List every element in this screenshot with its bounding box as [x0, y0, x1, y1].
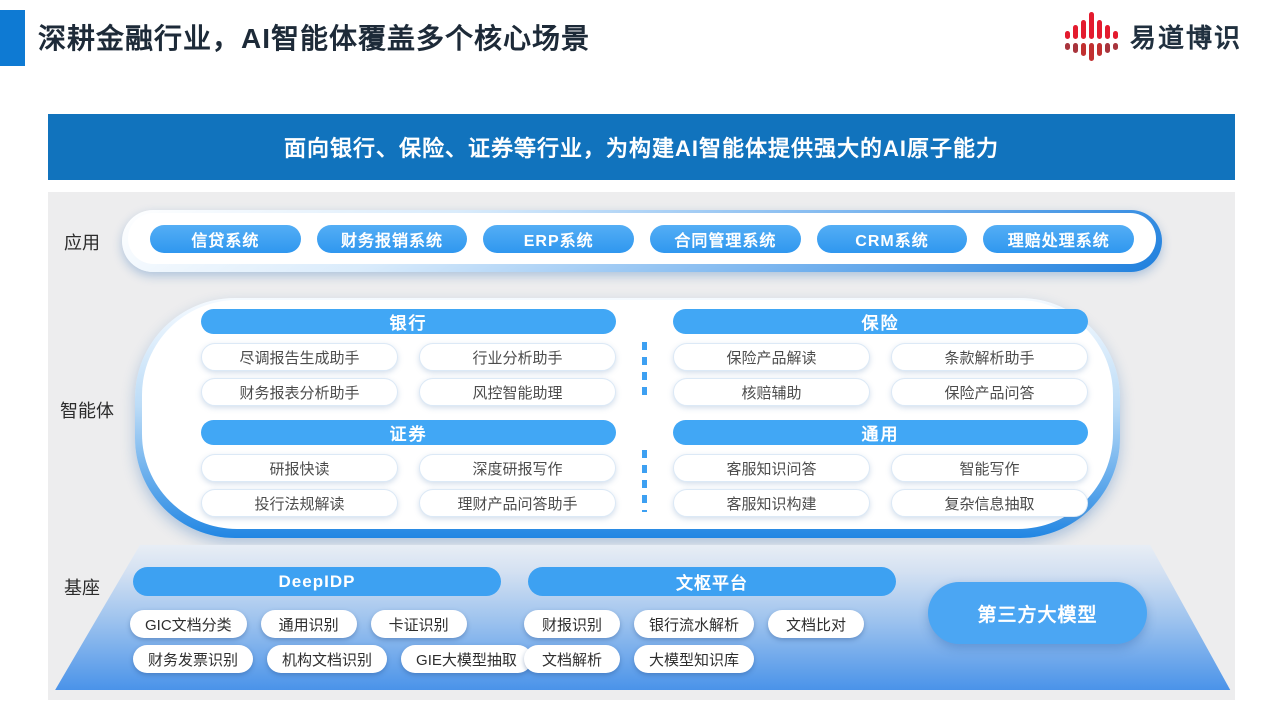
- application-container: 信贷系统 财务报销系统 ERP系统 合同管理系统 CRM系统 理赔处理系统: [122, 210, 1162, 272]
- agent-item: 投行法规解读: [201, 489, 398, 517]
- agent-item: 行业分析助手: [419, 343, 616, 371]
- agent-item: 财务报表分析助手: [201, 378, 398, 406]
- banner-text: 面向银行、保险、证券等行业，为构建AI智能体提供强大的AI原子能力: [283, 136, 999, 161]
- brand-logo: 易道博识: [1064, 12, 1242, 61]
- system-pill-claims: 理赔处理系统: [983, 224, 1135, 253]
- capability-pill: 大模型知识库: [634, 645, 755, 673]
- agent-item: 深度研报写作: [419, 454, 616, 482]
- agent-item: 复杂信息抽取: [891, 489, 1088, 517]
- agent-item: 保险产品解读: [673, 343, 870, 371]
- system-pill-expense: 财务报销系统: [316, 224, 468, 253]
- system-pill-crm: CRM系统: [816, 224, 968, 253]
- capability-pill: 财报识别: [524, 610, 620, 638]
- agent-group-general-title: 通用: [673, 420, 1088, 445]
- agent-group-securities: 证券 研报快读 深度研报写作 投行法规解读 理财产品问答助手: [201, 420, 616, 517]
- system-pill-contract: 合同管理系统: [650, 224, 801, 253]
- agent-item: 尽调报告生成助手: [201, 343, 398, 371]
- agent-item: 研报快读: [201, 454, 398, 482]
- agent-group-insurance: 保险 保险产品解读 条款解析助手 核赔辅助 保险产品问答: [673, 309, 1088, 406]
- agents-panel: 银行 尽调报告生成助手 行业分析助手 财务报表分析助手 风控智能助理 保险 保险…: [142, 300, 1113, 529]
- page-title: 深耕金融行业，AI智能体覆盖多个核心场景: [38, 23, 591, 54]
- foundation-trapezoid: DeepIDP 文枢平台 第三方大模型 GIC文档分类 通用识别 卡证识别 财务…: [55, 544, 1231, 690]
- agent-item: 风控智能助理: [419, 378, 616, 406]
- agents-container: 银行 尽调报告生成助手 行业分析助手 财务报表分析助手 风控智能助理 保险 保险…: [135, 298, 1120, 538]
- platform-title-wenshu: 文枢平台: [528, 567, 896, 596]
- title-accent-bar: [0, 10, 25, 66]
- agent-item: 条款解析助手: [891, 343, 1088, 371]
- agent-item: 理财产品问答助手: [419, 489, 616, 517]
- agent-item: 客服知识构建: [673, 489, 870, 517]
- capability-pill: 通用识别: [260, 610, 357, 638]
- dashed-divider: [642, 342, 647, 402]
- agent-group-general: 通用 客服知识问答 智能写作 客服知识构建 复杂信息抽取: [673, 420, 1088, 517]
- capability-pill: 文档比对: [768, 610, 865, 638]
- capability-pill: 文档解析: [524, 645, 620, 673]
- agent-group-securities-title: 证券: [201, 420, 616, 445]
- soundwave-logo-icon: [1064, 12, 1120, 61]
- capability-pill: GIE大模型抽取: [401, 645, 532, 673]
- section-label-foundation: 基座: [64, 578, 100, 598]
- brand-name: 易道博识: [1129, 23, 1242, 53]
- agent-item: 客服知识问答: [673, 454, 870, 482]
- capability-pill: 银行流水解析: [634, 610, 755, 638]
- banner: 面向银行、保险、证券等行业，为构建AI智能体提供强大的AI原子能力: [48, 114, 1235, 180]
- system-pill-erp: ERP系统: [483, 224, 635, 253]
- agent-item: 智能写作: [891, 454, 1088, 482]
- capability-pill: 财务发票识别: [133, 645, 254, 673]
- agent-group-bank: 银行 尽调报告生成助手 行业分析助手 财务报表分析助手 风控智能助理: [201, 309, 616, 406]
- agent-group-bank-title: 银行: [201, 309, 616, 334]
- application-pill-track: 信贷系统 财务报销系统 ERP系统 合同管理系统 CRM系统 理赔处理系统: [128, 213, 1156, 264]
- section-label-application: 应用: [64, 233, 100, 253]
- third-party-model-pill: 第三方大模型: [928, 582, 1147, 644]
- section-label-agents: 智能体: [60, 401, 114, 421]
- system-pill-credit: 信贷系统: [150, 224, 301, 253]
- agent-item: 保险产品问答: [891, 378, 1088, 406]
- agent-item: 核赔辅助: [673, 378, 870, 406]
- capability-pill: 卡证识别: [370, 610, 467, 638]
- capability-pill: 机构文档识别: [267, 645, 388, 673]
- dashed-divider: [642, 450, 647, 512]
- capability-pill: GIC文档分类: [130, 610, 247, 638]
- agent-group-insurance-title: 保险: [673, 309, 1088, 334]
- platform-title-deepidp: DeepIDP: [133, 567, 501, 596]
